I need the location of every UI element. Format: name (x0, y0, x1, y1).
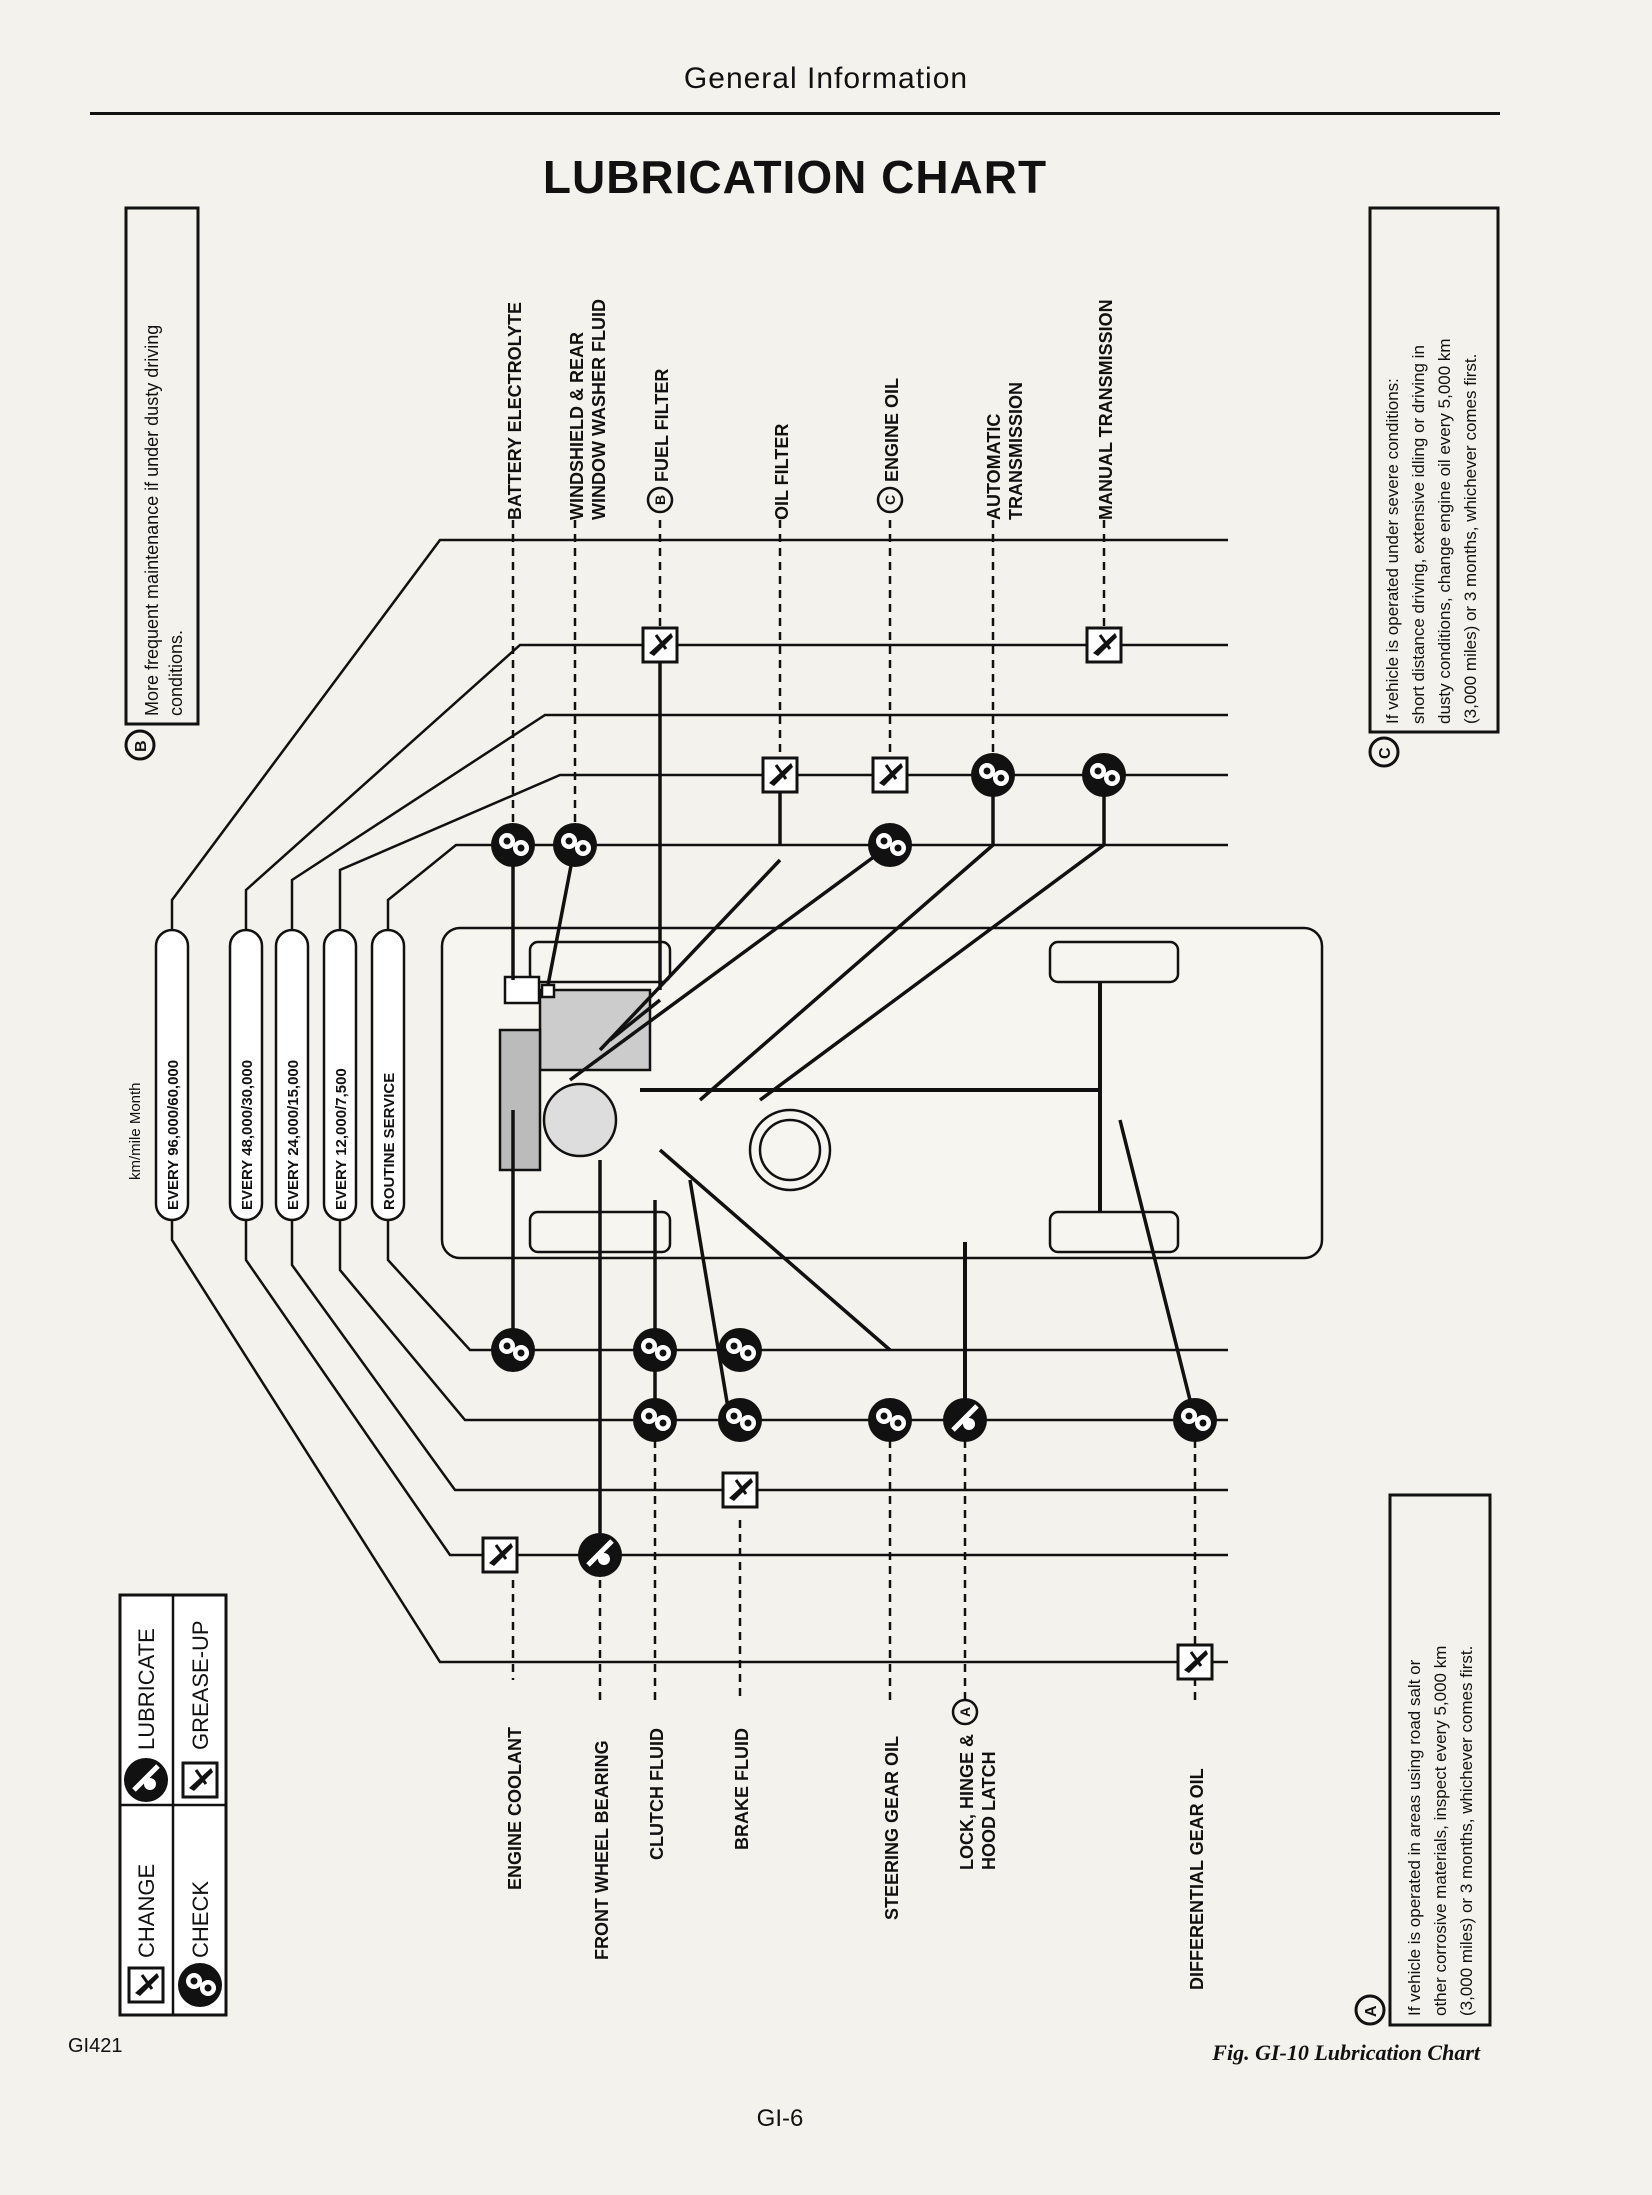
marker-a-circle (951, 1698, 979, 1726)
legend-lubricate: LUBRICATE (134, 1628, 159, 1750)
note-a-line-1: If vehicle is operated in areas using ro… (1405, 1659, 1424, 2016)
label-front-wheel-bearing: FRONT WHEEL BEARING (592, 1740, 612, 1960)
bottom-guides (511, 1440, 1197, 1700)
legend-lubricate-icon (124, 1758, 168, 1802)
note-c-marker: C (1377, 747, 1394, 759)
note-a-line-3: (3,000 miles) or 3 months, whichever com… (1457, 1646, 1476, 2016)
interval-12000: EVERY 12,000/7,500 (333, 1068, 350, 1210)
label-engine-oil: ENGINE OIL (882, 378, 902, 482)
check-symbol (971, 753, 1015, 797)
legend-change: CHANGE (134, 1864, 159, 1958)
note-b-marker: B (133, 740, 150, 752)
note-c-line-2: short distance driving, extensive idling… (1409, 345, 1428, 724)
marker-c-circle (876, 486, 904, 514)
note-c-line-4: (3,000 miles) or 3 months, whichever com… (1461, 354, 1480, 724)
note-a: If vehicle is operated in areas using ro… (1354, 1493, 1492, 2027)
label-manual-transmission: MANUAL TRANSMISSION (1096, 299, 1116, 520)
legend-check-icon (178, 1963, 222, 2007)
change-symbol (1176, 1643, 1214, 1681)
note-c-line-3: dusty conditions, change engine oil ever… (1435, 338, 1454, 724)
note-c: If vehicle is operated under severe cond… (1368, 206, 1500, 768)
check-symbol (1082, 753, 1126, 797)
figure-caption: Fig. GI-10 Lubrication Chart (1212, 2040, 1480, 2065)
lubricate-symbol (943, 1398, 987, 1442)
note-b-text: More frequent maintenance if under dusty… (142, 325, 162, 716)
fuel-filter-marker: B (652, 495, 668, 505)
change-symbol (1085, 626, 1123, 664)
label-battery-electrolyte: BATTERY ELECTROLYTE (505, 302, 525, 520)
marker-b-circle (124, 729, 156, 761)
label-steering-gear-oil: STEERING GEAR OIL (882, 1736, 902, 1920)
label-hood-latch: HOOD LATCH (979, 1751, 999, 1870)
check-symbol (553, 823, 597, 867)
interval-48000: EVERY 48,000/30,000 (239, 1060, 256, 1210)
marker-a-circle (1354, 1994, 1386, 2026)
interval-96000: EVERY 96,000/60,000 (165, 1060, 182, 1210)
label-brake-fluid: BRAKE FLUID (732, 1728, 752, 1850)
bottom-item-labels: ENGINE COOLANT FRONT WHEEL BEARING CLUTC… (505, 1698, 1207, 1990)
header-rule (90, 112, 1500, 115)
note-a-line-2: other corrosive materials, inspect every… (1431, 1646, 1450, 2016)
label-lock-hinge: LOCK, HINGE & (957, 1734, 977, 1870)
note-a-marker: A (1363, 2005, 1380, 2017)
grease-up-symbol (578, 1533, 622, 1577)
label-oil-filter: OIL FILTER (772, 424, 792, 520)
section-header: General Information (683, 62, 969, 95)
change-symbol (871, 756, 909, 794)
interval-routine: ROUTINE SERVICE (381, 1073, 398, 1210)
change-symbol (721, 1471, 759, 1509)
chart-title: LUBRICATION CHART (542, 151, 1048, 203)
label-washer-fluid-1: WINDSHIELD & REAR (567, 332, 587, 520)
marker-b-circle (646, 486, 674, 514)
check-symbol (868, 823, 912, 867)
page-number: GI-6 (756, 2105, 804, 2132)
note-b: More frequent maintenance if under dusty… (124, 206, 200, 761)
label-fuel-filter: FUEL FILTER (652, 369, 672, 482)
label-transmission: TRANSMISSION (1006, 382, 1026, 520)
check-symbol (1173, 1398, 1217, 1442)
label-clutch-fluid: CLUTCH FLUID (647, 1728, 667, 1860)
note-c-line-1: If vehicle is operated under severe cond… (1383, 378, 1402, 724)
check-symbol (868, 1398, 912, 1442)
interval-lines-bottom (170, 1220, 1228, 1664)
legend-grease-up: GREASE-UP (188, 1620, 213, 1750)
change-symbol (641, 626, 679, 664)
label-engine-coolant: ENGINE COOLANT (505, 1727, 525, 1890)
legend: CHANGE LUBRICATE CHECK GREASE-UP (118, 1593, 228, 2017)
lock-hinge-marker: A (957, 1707, 973, 1717)
check-symbol (718, 1398, 762, 1442)
check-symbol (633, 1328, 677, 1372)
note-b-text-2: conditions. (166, 630, 186, 716)
change-symbol (481, 1536, 519, 1574)
check-symbol (761, 756, 799, 794)
figure-code: GI421 (68, 2035, 123, 2057)
check-symbol (633, 1398, 677, 1442)
marker-c-circle (1368, 736, 1400, 768)
top-guides (511, 520, 1106, 830)
legend-check: CHECK (188, 1881, 213, 1958)
label-automatic: AUTOMATIC (984, 414, 1004, 520)
interval-24000: EVERY 24,000/15,000 (285, 1060, 302, 1210)
label-washer-fluid-2: WINDOW WASHER FLUID (589, 299, 609, 520)
check-symbol (491, 823, 535, 867)
vehicle-frame (440, 926, 1324, 1400)
interval-lines-top (170, 538, 1228, 930)
engine-oil-marker: C (882, 495, 898, 505)
interval-labels: km/mile Month EVERY 96,000/60,000 EVERY … (127, 928, 406, 1222)
legend-change-icon (127, 1966, 165, 2004)
leader-lines (511, 660, 1197, 1555)
legend-grease-up-icon (181, 1761, 219, 1799)
check-symbol (491, 1328, 535, 1372)
interval-header: km/mile Month (127, 1082, 144, 1180)
label-differential-gear-oil: DIFFERENTIAL GEAR OIL (1187, 1768, 1207, 1990)
check-symbol (718, 1328, 762, 1372)
top-item-labels: BATTERY ELECTROLYTE WINDSHIELD & REAR WI… (505, 299, 1116, 520)
